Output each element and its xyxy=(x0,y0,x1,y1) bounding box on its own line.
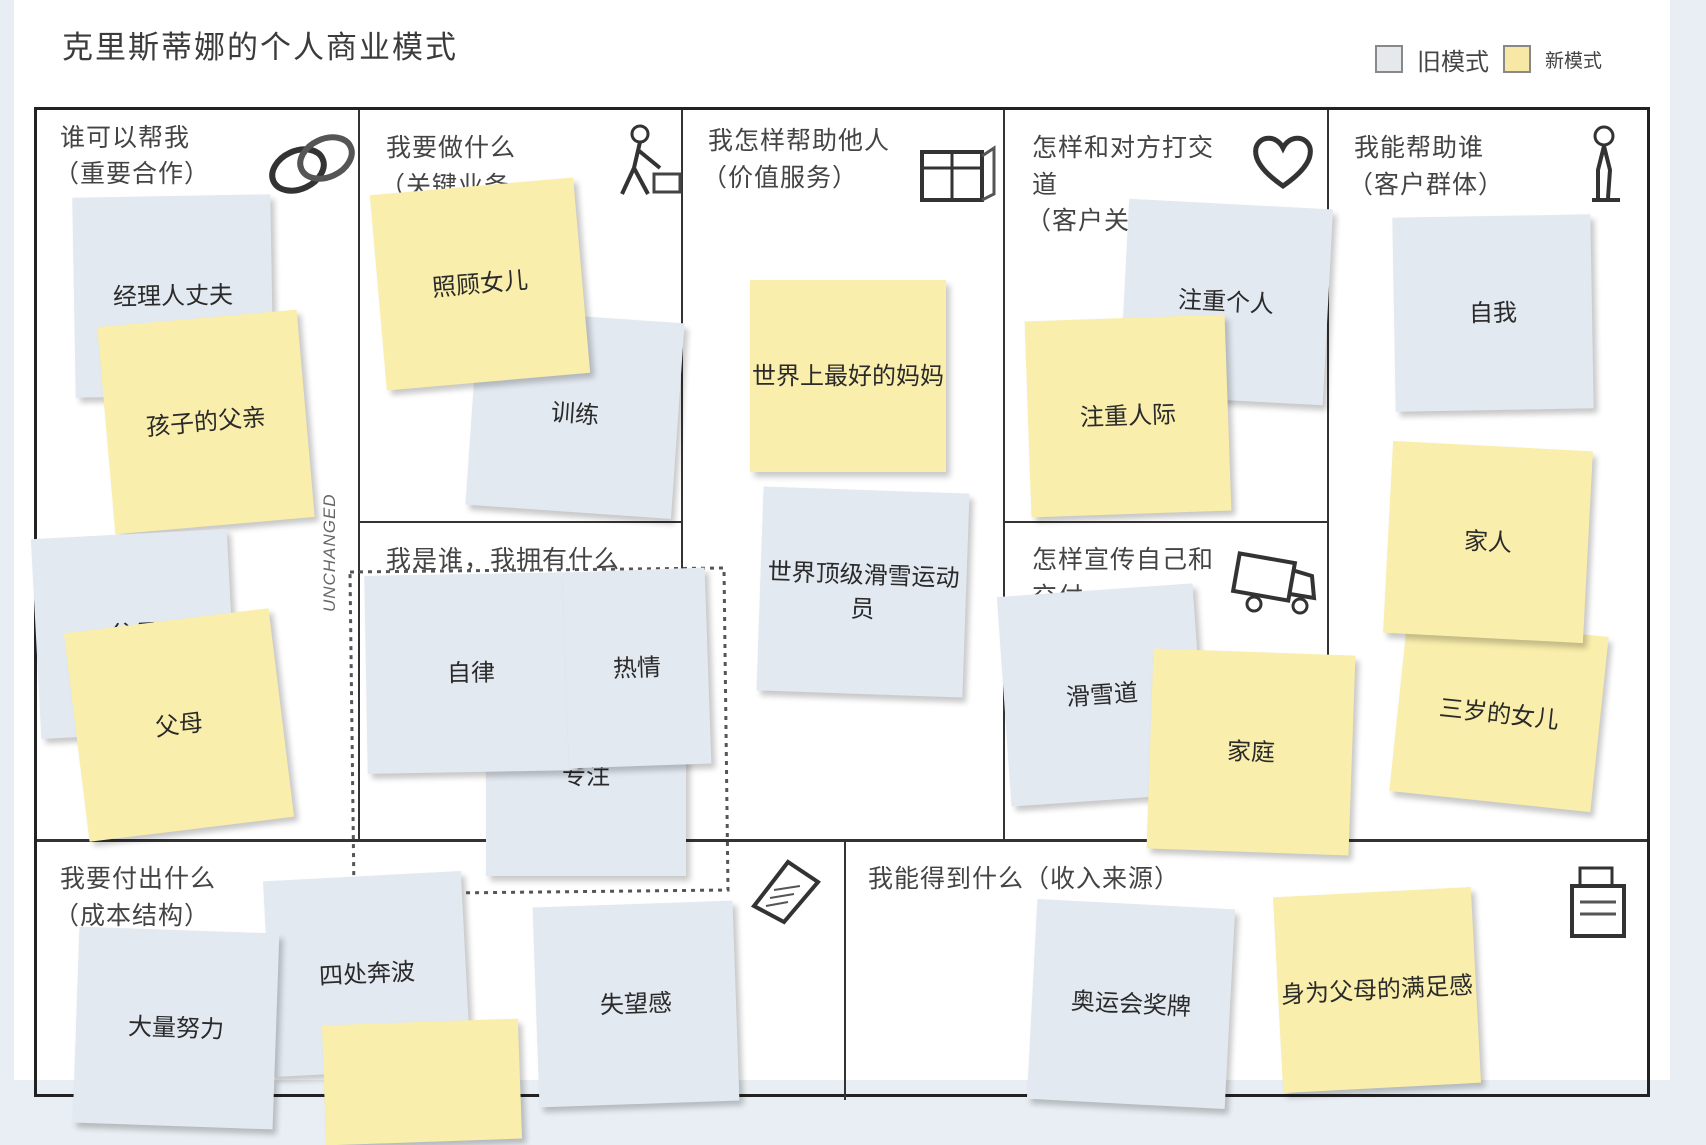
grid-line xyxy=(1003,110,1005,839)
key-partners-title: 谁可以帮我 xyxy=(60,123,191,152)
person-icon xyxy=(1592,125,1620,202)
legend: 旧模式 新模式 xyxy=(1375,42,1602,76)
worker-icon xyxy=(620,124,682,195)
note-res-2[interactable]: 热情 xyxy=(562,567,712,769)
note-cost-new-partial xyxy=(321,1018,523,1145)
cash-register-icon xyxy=(1570,866,1626,938)
grid-line xyxy=(358,521,683,523)
truck-icon xyxy=(1230,551,1317,615)
resources-title: 我是谁，我拥有什么 xyxy=(386,545,621,574)
customers-title: 我能帮助谁 xyxy=(1354,133,1485,162)
note-partners-new-1[interactable]: 孩子的父亲 xyxy=(97,309,315,535)
chain-links-icon xyxy=(269,134,355,194)
note-rel-new-1[interactable]: 注重人际 xyxy=(1024,314,1232,518)
key-partners-subtitle: （重要合作） xyxy=(54,159,211,188)
key-activities-title: 我要做什么 xyxy=(386,133,517,162)
costs-title: 我要付出什么 xyxy=(60,864,217,893)
value-subtitle: （价值服务） xyxy=(702,163,859,192)
channels-title: 怎样宣传自己和 xyxy=(1032,545,1215,574)
note-rev-old-1[interactable]: 奥运会奖牌 xyxy=(1026,898,1236,1110)
heart-icon xyxy=(1253,135,1313,190)
note-cust-old-1[interactable]: 自我 xyxy=(1392,214,1594,412)
page-title: 克里斯蒂娜的个人商业模式 xyxy=(62,30,458,66)
legend-new-swatch xyxy=(1503,45,1531,73)
unchanged-frame xyxy=(348,566,730,896)
revenue-title: 我能得到什么（收入来源） xyxy=(868,864,1181,893)
receipt-icon xyxy=(750,859,821,925)
note-cost-old-3[interactable]: 失望感 xyxy=(532,900,740,1108)
canvas: 克里斯蒂娜的个人商业模式 旧模式 新模式 谁可以帮我 （重要合作） 我要做什么 … xyxy=(14,0,1670,1145)
customers-subtitle: （客户群体） xyxy=(1348,170,1505,199)
grid-line xyxy=(358,110,360,839)
grid-line xyxy=(681,110,683,839)
note-chan-new-1[interactable]: 家庭 xyxy=(1146,648,1356,856)
legend-old-label: 旧模式 xyxy=(1417,47,1489,76)
gift-box-icon xyxy=(920,145,996,202)
note-activities-new-1[interactable]: 照顾女儿 xyxy=(369,177,591,391)
legend-new-label: 新模式 xyxy=(1545,49,1603,72)
grid-line xyxy=(844,839,846,1100)
relationships-title-2: 道 xyxy=(1032,170,1059,199)
costs-subtitle: （成本结构） xyxy=(54,901,211,930)
note-rev-new-1[interactable]: 身为父母的满足感 xyxy=(1273,886,1481,1094)
note-partners-new-2[interactable]: 父母 xyxy=(63,608,295,842)
note-cost-old-2[interactable]: 大量努力 xyxy=(72,926,280,1130)
note-value-new-1[interactable]: 世界上最好的妈妈 xyxy=(750,280,946,472)
grid-line xyxy=(1003,521,1329,523)
note-value-old-1[interactable]: 世界顶级滑雪运动员 xyxy=(756,486,970,698)
grid-line xyxy=(37,839,1647,842)
relationships-subtitle: （客户关 xyxy=(1026,206,1131,235)
legend-old-swatch xyxy=(1375,45,1403,73)
relationships-title: 怎样和对方打交 xyxy=(1032,133,1215,162)
note-res-1[interactable]: 自律 xyxy=(364,572,578,774)
note-cust-new-1[interactable]: 家人 xyxy=(1383,440,1593,644)
value-title: 我怎样帮助他人 xyxy=(708,126,891,155)
unchanged-label: UNCHANGED xyxy=(320,493,339,612)
grid-line xyxy=(1327,110,1329,839)
note-cust-new-2[interactable]: 三岁的女儿 xyxy=(1389,615,1609,813)
